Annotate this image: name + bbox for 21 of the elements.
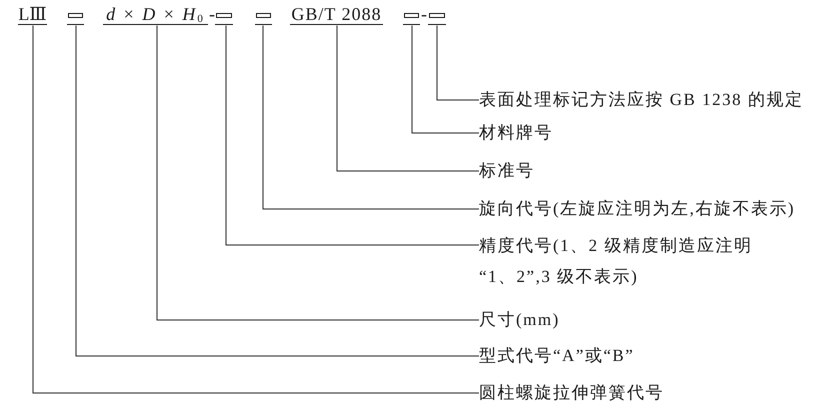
description-text: 材料牌号 [479,123,553,143]
underlined-code: GB/T 2088 [290,5,383,25]
description-text: 旋向代号(左旋应注明为左,右旋不表示) [479,199,796,219]
leader-line [262,25,480,210]
leader-line [156,25,480,320]
description-text: 精度代号(1、2 级精度制造应注明“1、2”,3 级不表示) [479,230,754,292]
separator-hyphen: - [209,5,215,24]
leader-line [226,25,480,246]
separator-hyphen: - [420,5,428,24]
leader-line [336,25,480,172]
leader-line [412,25,480,134]
description-text: 型式代号“A”或“B” [479,346,634,366]
description-text: 标准号 [479,161,534,181]
leader-line [76,25,480,356]
leader-line [436,25,480,100]
leader-line [32,25,480,394]
description-text: 圆柱螺旋拉伸弹簧代号 [479,383,664,403]
description-text: 表面处理标记方法应按 GB 1238 的规定 [479,90,804,110]
description-text: 尺寸(mm) [479,310,560,330]
underlined-code: d × D × H$_{0}$ [103,5,208,25]
underlined-code: LⅢ [18,5,47,25]
